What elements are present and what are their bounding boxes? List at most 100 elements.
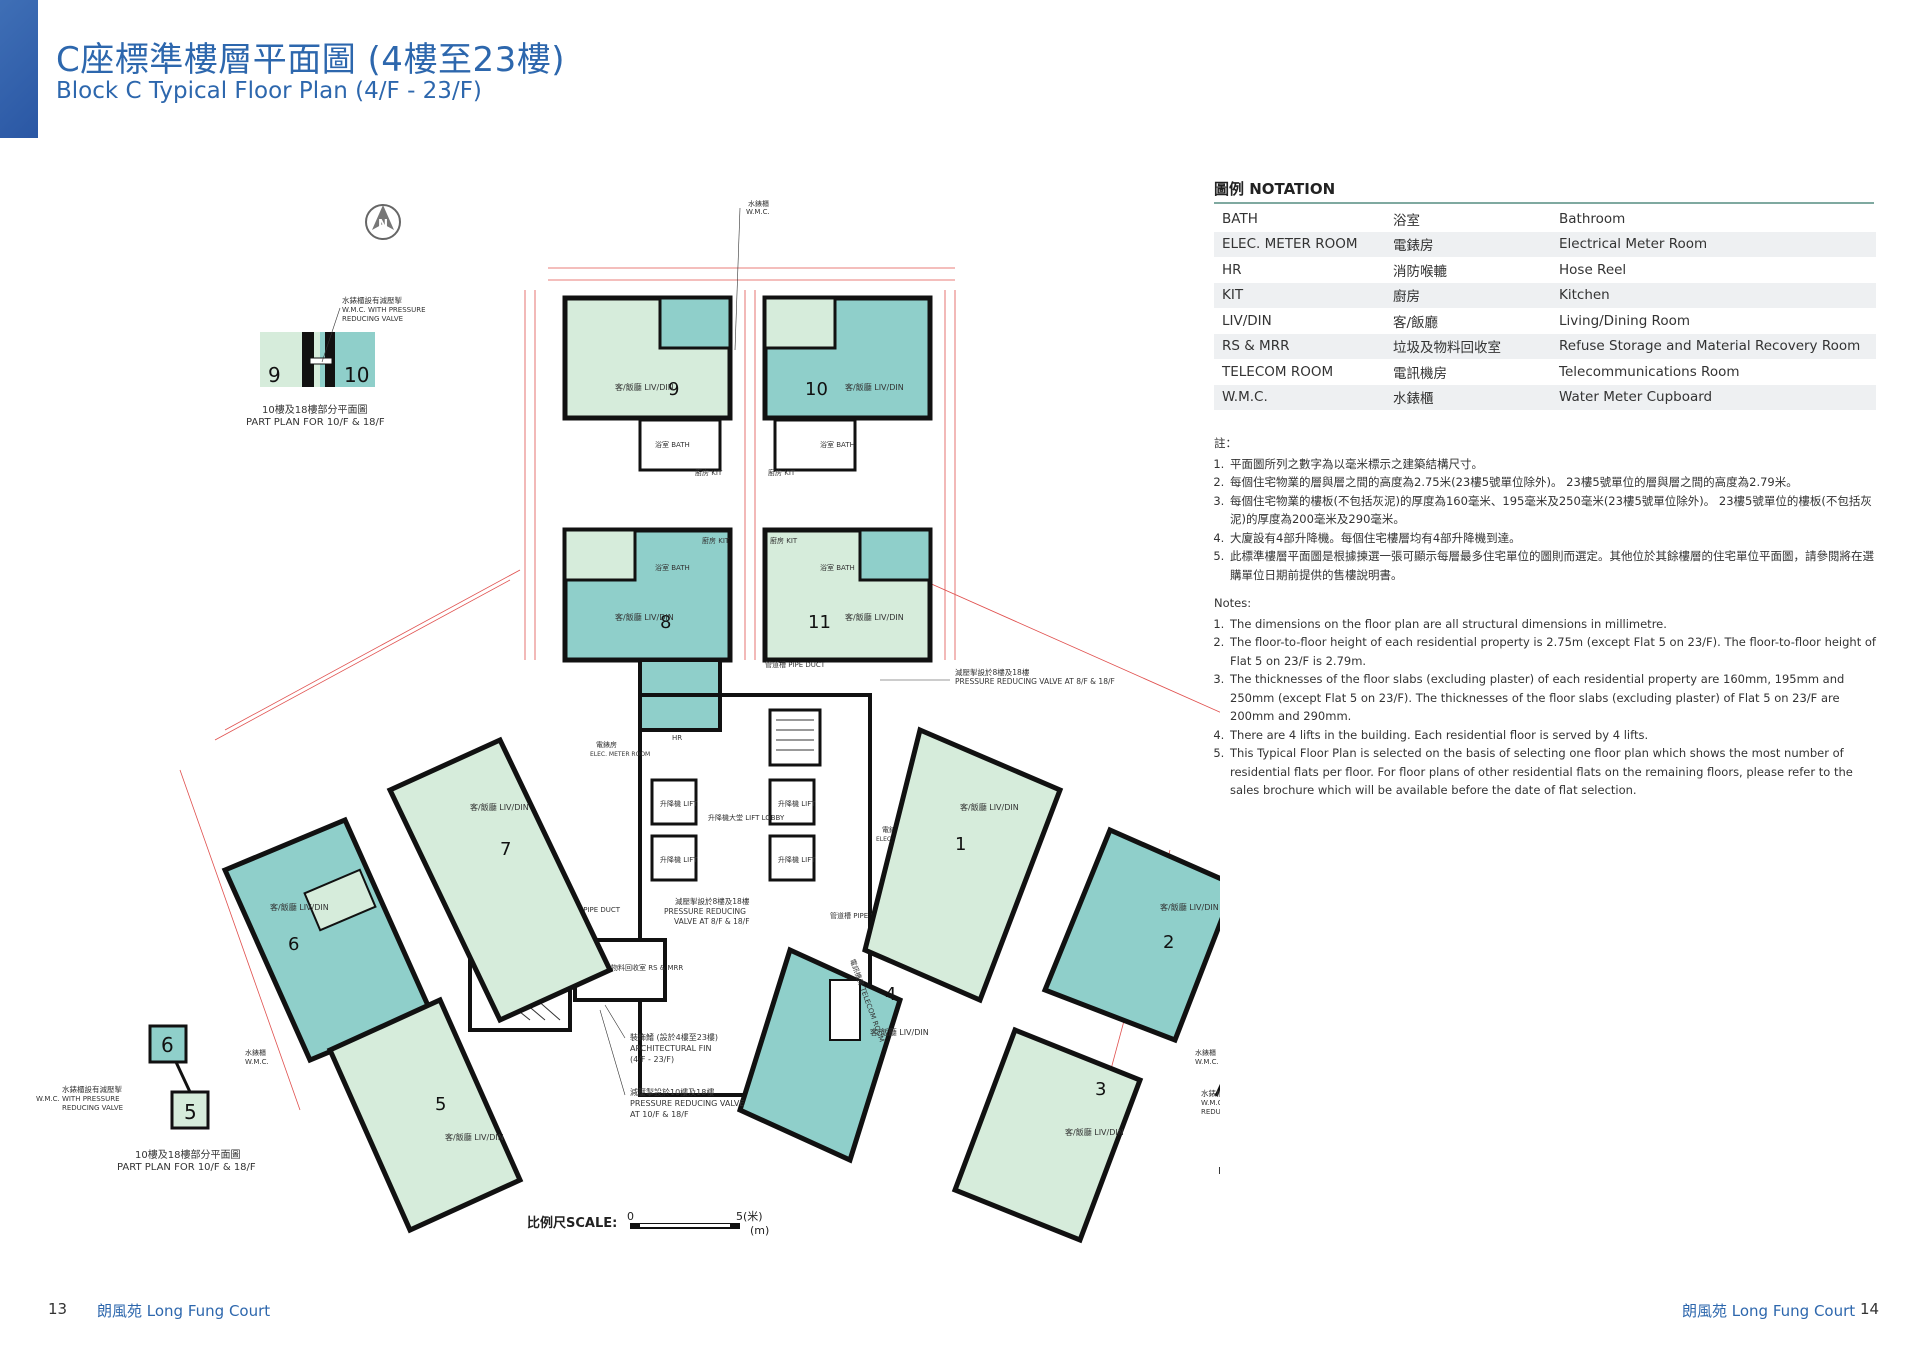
note-item: The thicknesses of the floor slabs (excl…	[1228, 670, 1878, 726]
part-plan-tl-valve-zh: 水錶櫃設有減壓掣	[342, 295, 402, 305]
lift-label-2: 升降機 LIFT	[660, 855, 698, 864]
flat-8: 8 客/飯廳 LIV/DIN	[562, 527, 733, 732]
flat-6-room: 客/飯廳 LIV/DIN	[270, 902, 329, 912]
legend-en: Bathroom	[1559, 210, 1626, 227]
scale-zero: 0	[627, 1210, 634, 1223]
part-plan-bl-valve-en2: REDUCING VALVE	[62, 1104, 123, 1112]
note-item: This Typical Floor Plan is selected on t…	[1228, 744, 1878, 800]
prv-10-18-zh: 減壓掣設於10樓及18樓	[630, 1087, 714, 1097]
note-item: 每個住宅物業的層與層之間的高度為2.75米(23樓5號單位除外)。 23樓5號單…	[1228, 473, 1878, 492]
legend-zh: 電訊機房	[1393, 365, 1447, 382]
prv-centre-en1: PRESSURE REDUCING	[664, 907, 746, 916]
prv-8-18-zh: 減壓掣設於8樓及18樓	[955, 667, 1030, 677]
bath-label-8: 浴室 BATH	[655, 563, 690, 572]
flat-2-number: 2	[1163, 932, 1174, 953]
part-plan-top-left: 9 10 水錶櫃設有減壓掣 W.M.C. WITH PRESSURE REDUC…	[246, 295, 426, 428]
note-item: 此標準樓層平面圖是根據揀選一張可顯示每層最多住宅單位的圖則而選定。其他位於其餘樓…	[1228, 547, 1878, 584]
pipe-duct-right: 管道槽 PIPE DUCT	[830, 911, 891, 920]
flat-4-room: 客/飯廳 LIV/DIN	[870, 1027, 929, 1037]
footer-left-page-number: 13	[48, 1300, 68, 1318]
flat-6-number: 6	[288, 934, 299, 955]
prv-centre-zh: 減壓掣設於8樓及18樓	[675, 896, 750, 906]
notes-zh-heading: 註：	[1214, 436, 1237, 450]
arch-fin-en: ARCHITECTURAL FIN	[630, 1044, 712, 1053]
note-item: 每個住宅物業的樓板(不包括灰泥)的厚度為160毫米、195毫米及250毫米(23…	[1228, 492, 1878, 529]
bath-label-9: 浴室 BATH	[655, 440, 690, 449]
flat-3-number: 3	[1095, 1079, 1106, 1100]
scale-unit: (m)	[750, 1224, 769, 1237]
part-plan-tl-flat-b: 10	[344, 363, 369, 387]
legend-zh: 消防喉轆	[1393, 263, 1447, 280]
flat-11: 11 客/飯廳 LIV/DIN	[762, 527, 933, 663]
flat-9: 9 客/飯廳 LIV/DIN	[562, 295, 733, 472]
flat-7-room: 客/飯廳 LIV/DIN	[470, 802, 529, 812]
flat-7: 7 客/飯廳 LIV/DIN	[386, 736, 614, 1024]
part-plan-tl-title-en: PART PLAN FOR 10/F & 18/F	[246, 417, 385, 428]
arch-fin-floor: (4/F - 23/F)	[630, 1055, 674, 1064]
part-plan-bl-flat-b: 5	[184, 1100, 197, 1124]
legend-abbrev: ELEC. METER ROOM	[1214, 231, 1385, 257]
legend-abbrev: RS & MRR	[1214, 333, 1385, 359]
note-item: The floor-to-floor height of each reside…	[1228, 633, 1878, 670]
lift-lobby-label: 升降機大堂 LIFT LOBBY	[708, 813, 785, 822]
note-item: 平面圖所列之數字為以毫米標示之建築結構尺寸。	[1228, 455, 1878, 474]
legend-en: Electrical Meter Room	[1551, 231, 1876, 257]
flat-1: 1 客/飯廳 LIV/DIN	[862, 726, 1064, 1004]
part-plan-br-title-en: PART PLAN FOR 10/F & 18/F	[1218, 1166, 1220, 1177]
wmc-left-zh: 水錶櫃	[245, 1048, 266, 1057]
footer-left-brand: 朗風苑 Long Fung Court	[97, 1302, 271, 1320]
lift-label-4: 升降機 LIFT	[778, 855, 816, 864]
notes-section: 註： 平面圖所列之數字為以毫米標示之建築結構尺寸。每個住宅物業的層與層之間的高度…	[1214, 434, 1878, 800]
flat-3-room: 客/飯廳 LIV/DIN	[1065, 1127, 1124, 1137]
lift-label-3: 升降機 LIFT	[778, 799, 816, 808]
rs-mrr-label: 垃圾及物料回收室 RS & MRR	[590, 963, 683, 972]
part-plan-bl-valve-en1: W.M.C. WITH PRESSURE	[36, 1095, 120, 1103]
legend-zh: 客/飯廳	[1393, 314, 1439, 331]
kit-label-11: 廚房 KIT	[770, 536, 798, 545]
flat-8-room: 客/飯廳 LIV/DIN	[615, 612, 674, 622]
notes-en-heading: Notes:	[1214, 596, 1252, 610]
flat-4: 4 客/飯廳 LIV/DIN	[736, 946, 929, 1164]
kit-label-10: 廚房 KIT	[768, 468, 796, 477]
note-item: 大廈設有4部升降機。每個住宅樓層均有4部升降機到達。	[1228, 529, 1878, 548]
legend-zh: 浴室	[1393, 212, 1420, 229]
legend-abbrev: BATH	[1222, 210, 1258, 227]
flat-5-number: 5	[435, 1094, 446, 1115]
flat-1-number: 1	[955, 834, 966, 855]
legend-abbrev: TELECOM ROOM	[1222, 363, 1334, 380]
header-accent-bar	[0, 0, 38, 138]
scale-label: 比例尺SCALE:	[527, 1215, 617, 1231]
elec-room-zh-right: 電錶房	[882, 825, 903, 834]
pipe-duct-left: 管道槽 PIPE DUCT	[560, 905, 621, 914]
part-plan-bl-valve-zh: 水錶櫃設有減壓掣	[62, 1084, 122, 1094]
part-plan-bl-flat-a: 6	[161, 1033, 174, 1057]
legend-zh: 垃圾及物料回收室	[1385, 333, 1551, 359]
legend-divider	[1214, 202, 1874, 204]
wmc-top-en: W.M.C.	[746, 208, 770, 216]
wmc-right-zh: 水錶櫃	[1195, 1048, 1216, 1057]
wmc-right-en: W.M.C.	[1195, 1058, 1219, 1066]
kit-label-8: 廚房 KIT	[702, 536, 730, 545]
legend-zh: 水錶櫃	[1385, 384, 1551, 410]
page-title-zh: C座標準樓層平面圖 (4樓至23樓)	[56, 40, 565, 80]
part-plan-bottom-right: 2 3 水錶櫃設有減壓掣 W.M.C. WITH PRESSURE REDUCI…	[1201, 1083, 1220, 1116]
part-plan-tl-flat-a: 9	[268, 363, 281, 387]
part-plan-tl-valve-en2: REDUCING VALVE	[342, 315, 403, 323]
prv-10-18-en2: AT 10/F & 18/F	[630, 1110, 689, 1119]
footer-right-brand: 朗風苑 Long Fung Court	[1682, 1302, 1856, 1320]
flat-3: 3 客/飯廳 LIV/DIN	[951, 1026, 1144, 1244]
legend-en: Refuse Storage and Material Recovery Roo…	[1551, 333, 1876, 359]
bath-label-11: 浴室 BATH	[820, 563, 855, 572]
note-item: There are 4 lifts in the building. Each …	[1228, 726, 1878, 745]
wmc-left-en: W.M.C.	[245, 1058, 269, 1066]
part-plan-br-valve-en1: W.M.C. WITH PRESSURE	[1201, 1099, 1220, 1107]
part-plan-tl-title-zh: 10樓及18樓部分平面圖	[262, 403, 367, 416]
elec-room-zh-left: 電錶房	[596, 740, 617, 749]
legend-abbrev: HR	[1222, 261, 1242, 278]
flat-9-number: 9	[668, 379, 679, 400]
central-core: 升降機 LIFT 升降機 LIFT 升降機 LIFT 升降機 LIFT 升降機大…	[560, 660, 936, 1097]
legend-zh: 電錶房	[1385, 231, 1551, 257]
